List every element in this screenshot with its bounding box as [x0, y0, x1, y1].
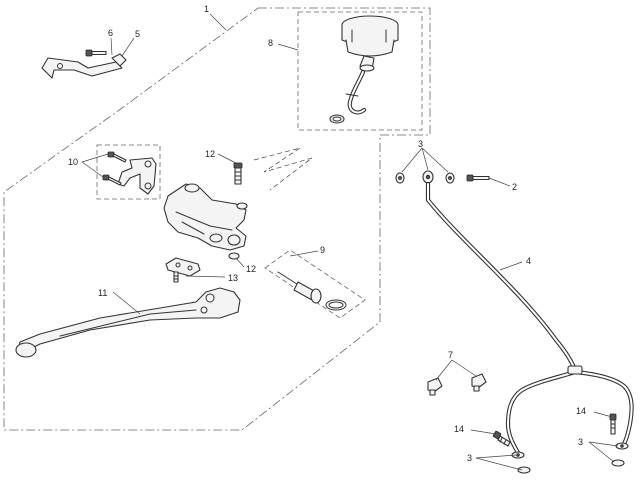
master-cylinder-body: [163, 183, 248, 251]
bracket-bolt: [85, 49, 107, 57]
callout-8: 8: [268, 38, 273, 48]
callout-12-upper: 12: [205, 149, 215, 159]
sealing-washer: [228, 252, 240, 260]
pivot-block: [165, 257, 201, 277]
reservoir-kit-box: [297, 11, 423, 131]
handlebar-clamp: [117, 157, 157, 195]
hose-guide-right: [471, 373, 487, 392]
callout-3-right: 3: [578, 437, 583, 447]
banjo-bolt: [233, 162, 243, 185]
callout-13: 13: [228, 273, 238, 283]
callout-1: 1: [204, 4, 209, 14]
lower-banjo-bolt-left: [492, 430, 511, 447]
zigzag-connector: [253, 147, 313, 191]
callout-5: 5: [135, 29, 140, 39]
callout-7: 7: [448, 350, 453, 360]
callout-9: 9: [320, 245, 325, 255]
upper-banjo-bolt: [466, 174, 490, 182]
lower-banjo-bolt-right: [609, 413, 617, 435]
callout-10: 10: [68, 157, 78, 167]
clamp-kit-box: [96, 144, 161, 200]
hose-guide-left: [427, 377, 443, 396]
callout-14-left: 14: [454, 424, 464, 434]
callout-2: 2: [512, 182, 517, 192]
clutch-lever: [15, 287, 241, 358]
hose-clamp: [329, 114, 345, 124]
upper-banjo-fittings: [395, 170, 455, 184]
piston-kit: [277, 271, 347, 311]
lower-washers-right: [611, 442, 629, 467]
mounting-bracket: [41, 53, 127, 79]
clamp-bolt-upper: [107, 151, 127, 163]
pivot-screw: [173, 271, 179, 283]
fluid-reservoir: [341, 15, 399, 72]
piston-kit-box: [264, 249, 366, 319]
leader-lines: [81, 13, 619, 471]
callout-labels: 1 2 3 3 3 4 5 6 7 8 9 10 11 12 12 13 14 …: [68, 4, 586, 463]
callout-3-top: 3: [418, 139, 423, 149]
reservoir-hose: [345, 69, 367, 115]
callout-11: 11: [98, 288, 107, 298]
assembly-group-outline: [3, 7, 431, 431]
callout-12-lower: 12: [246, 264, 256, 274]
callout-6: 6: [108, 28, 113, 38]
callout-14-right: 14: [576, 406, 586, 416]
clamp-bolt-lower: [102, 174, 122, 186]
clutch-hose: [425, 181, 634, 459]
callout-3-left: 3: [467, 453, 472, 463]
callout-4: 4: [526, 256, 531, 266]
lower-washers-left: [511, 451, 531, 474]
